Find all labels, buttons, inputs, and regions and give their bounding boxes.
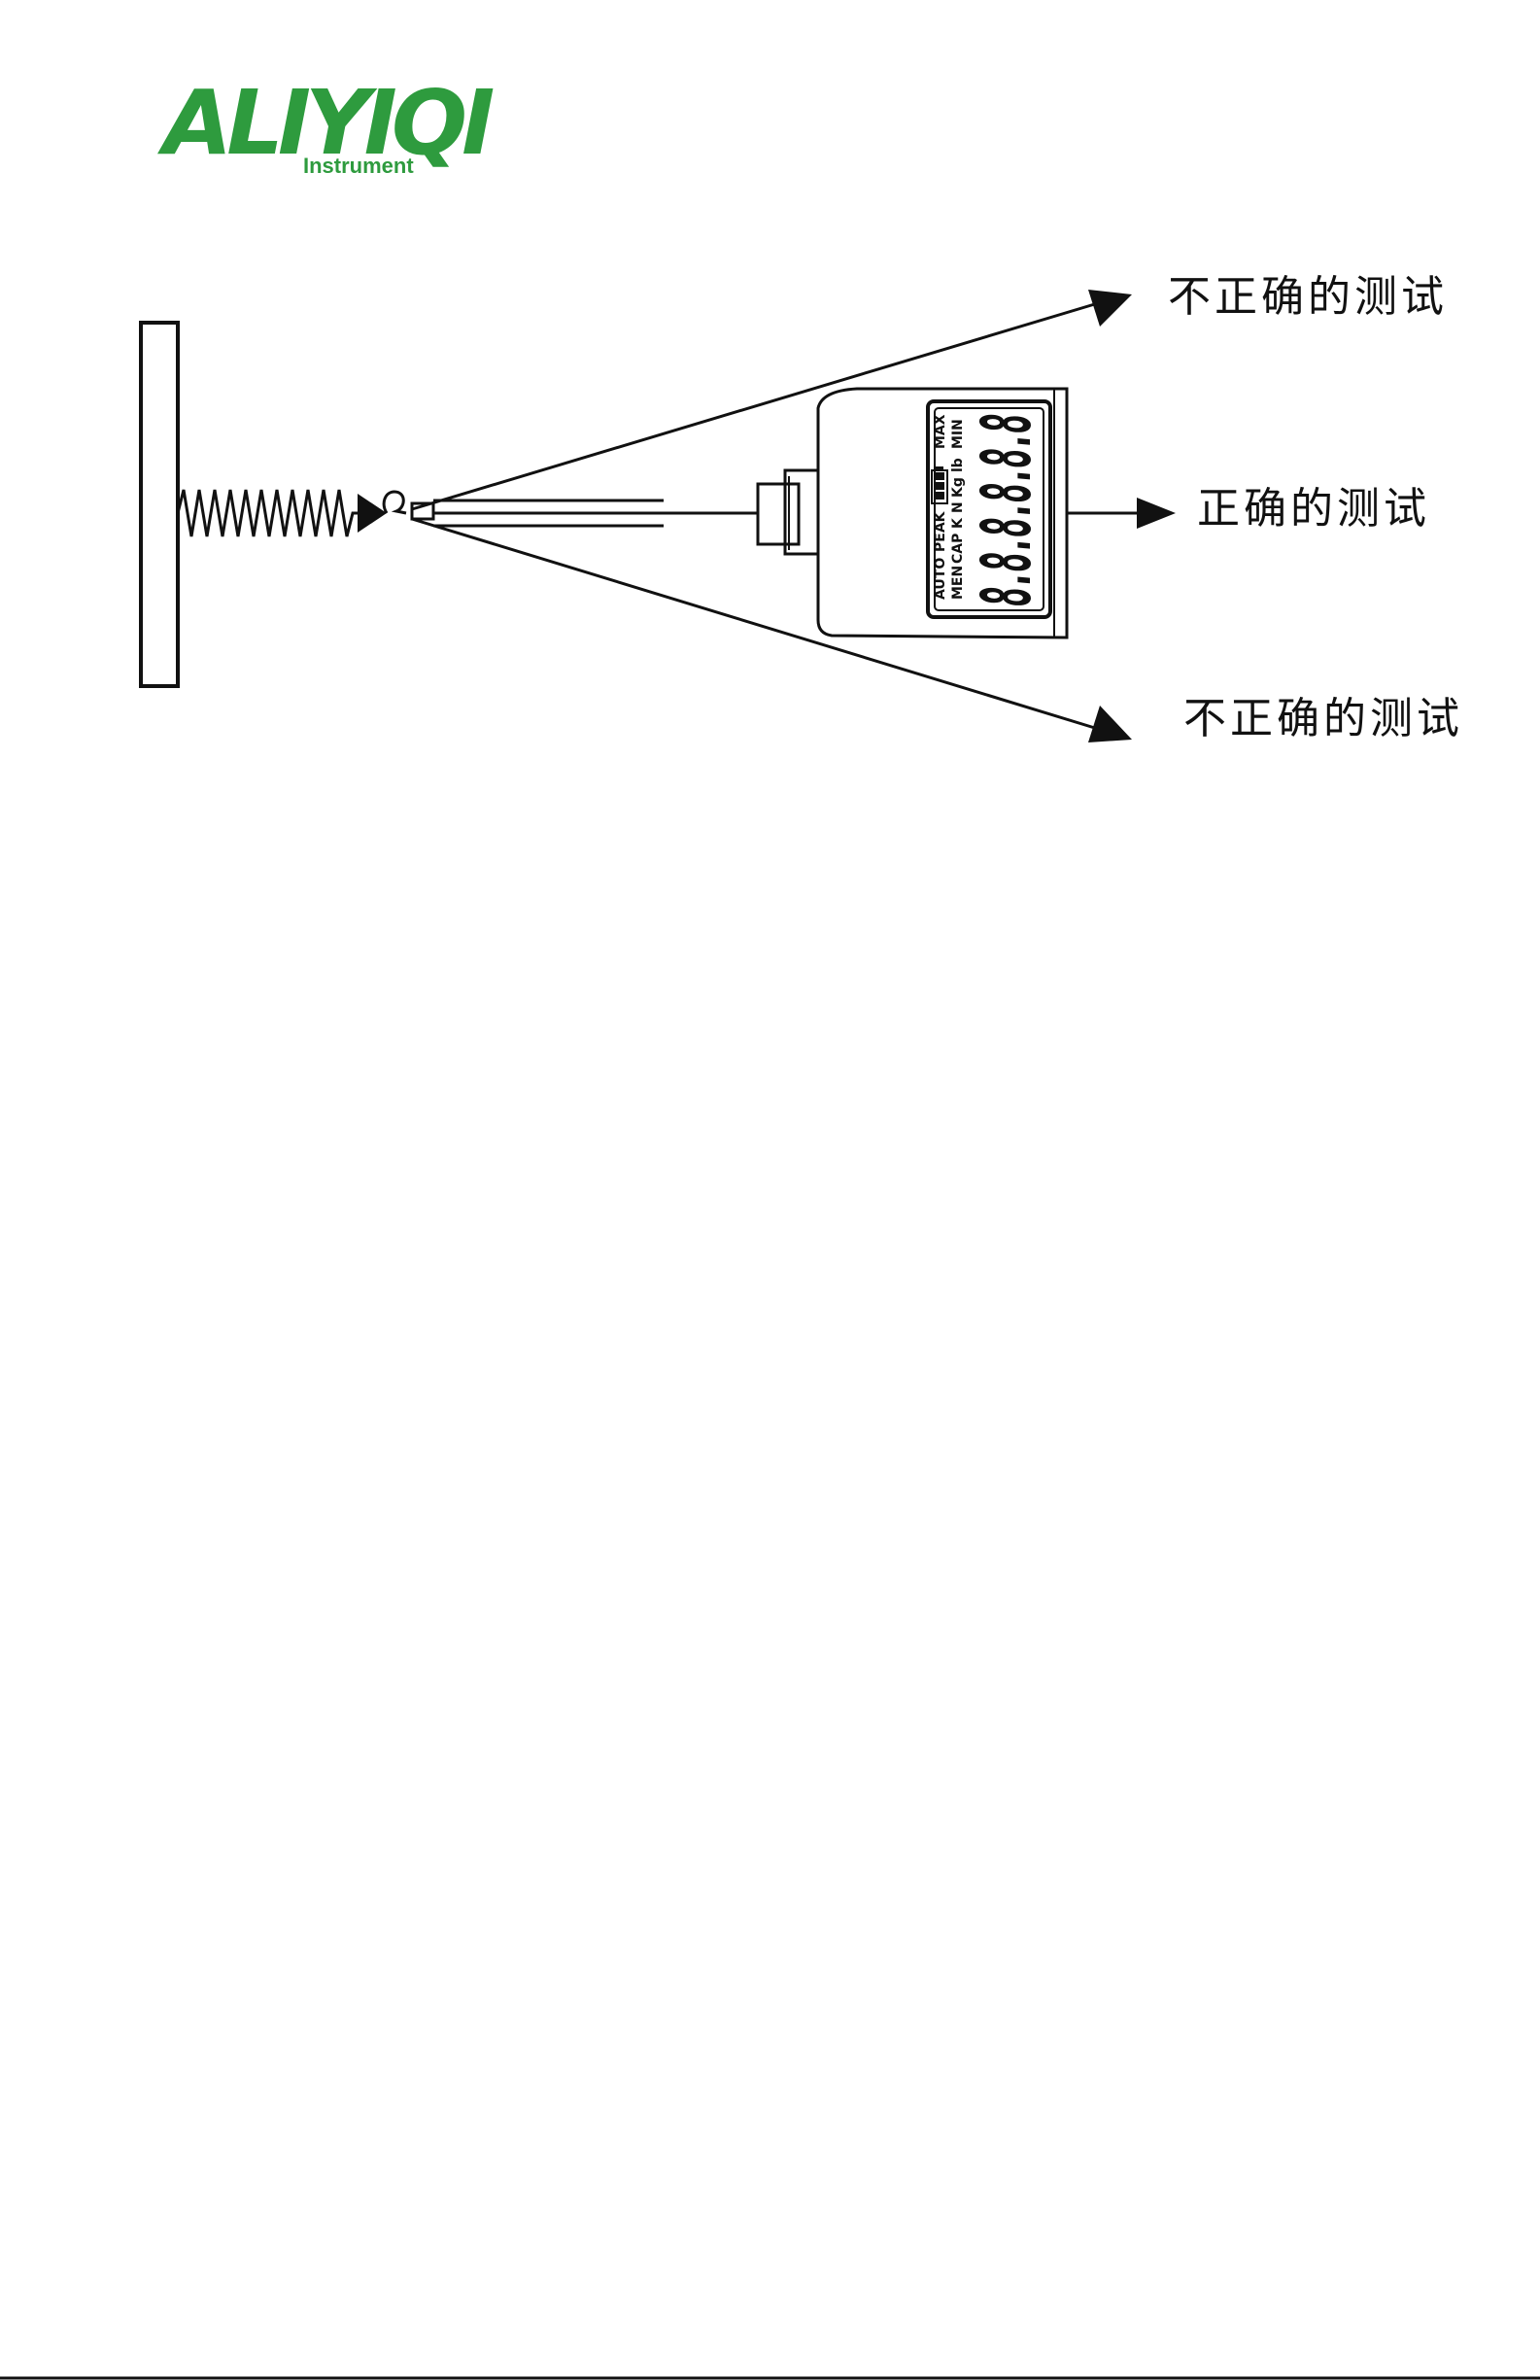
arrow-middle-label: 正确的测试 <box>1197 484 1430 534</box>
lcd-content: AUTO PEAK MAX MEN CAP K N Kg lb MIN 8.8.… <box>932 414 1046 606</box>
lcd-unit-n: N <box>950 501 966 513</box>
lcd-mode-auto: AUTO <box>933 558 948 600</box>
brand-subtitle: Instrument <box>303 154 414 178</box>
gauge-connector <box>758 484 799 544</box>
arrow-top-head <box>1088 290 1132 327</box>
spring-arrowhead <box>358 494 387 533</box>
arrow-top-label: 不正确的测试 <box>1168 272 1448 322</box>
spring <box>178 490 359 536</box>
lcd-mode-men: MEN <box>950 566 966 600</box>
arrow-bottom-head <box>1088 706 1132 742</box>
lcd-mode-peak: PEAK <box>933 510 948 552</box>
lcd-unit-k: K <box>950 517 966 529</box>
lcd-unit-lb: lb <box>950 458 966 472</box>
brand-logo: ALIYIQI Instrument <box>157 71 494 178</box>
lcd-mode-cap: CAP <box>950 534 966 564</box>
wall-mount <box>141 323 178 686</box>
arrow-bottom-label: 不正确的测试 <box>1183 694 1463 743</box>
lcd-mode-min: MIN <box>950 419 966 449</box>
lcd-unit-kg: Kg <box>950 477 966 498</box>
arrow-middle-head <box>1137 498 1176 529</box>
lcd-mode-max: MAX <box>933 414 948 449</box>
hook <box>384 492 406 513</box>
lcd-digits: 8.8.8.8.8.8 <box>967 415 1046 606</box>
